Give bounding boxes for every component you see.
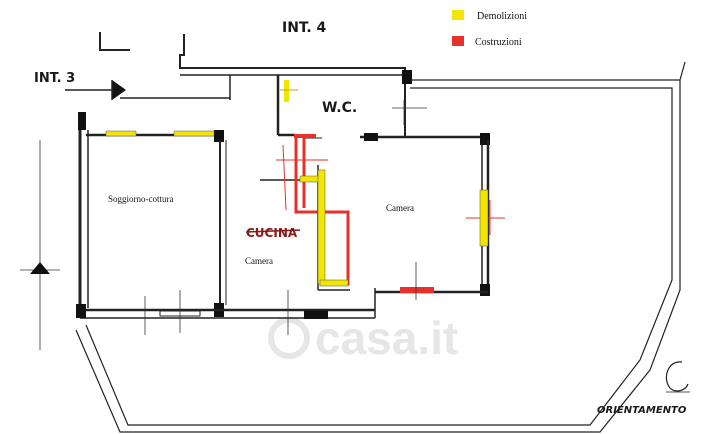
orientation-icon	[665, 361, 690, 393]
entrance-arrow	[65, 80, 126, 100]
legend-label-costruzioni: Costruzioni	[475, 37, 522, 48]
construction-marks	[276, 134, 505, 293]
demolition-marks	[105, 80, 489, 287]
int4-label: INT. 4	[282, 20, 327, 36]
camera-right-label: Camera	[386, 203, 414, 213]
camera-left-label: Camera	[245, 256, 273, 266]
terrace-outline	[75, 61, 686, 433]
ticks	[20, 100, 427, 350]
wc-label: W.C.	[322, 100, 357, 116]
watermark-text: casa.it	[315, 312, 458, 364]
cucina-label: CUCINA	[246, 226, 298, 240]
legend-label-demolizioni: Demolizioni	[477, 11, 527, 22]
legend-swatch-costruzioni	[452, 36, 464, 46]
orientamento-label: ORIENTAMENTO	[597, 405, 687, 416]
watermark: casa.it	[268, 312, 458, 364]
legend: Demolizioni Costruzioni	[452, 10, 527, 48]
int3-label: INT. 3	[34, 71, 75, 86]
legend-swatch-demolizioni	[452, 10, 464, 20]
walls	[76, 32, 490, 319]
soggiorno-label: Soggiorno-cottura	[108, 194, 174, 204]
left-arrow	[30, 262, 50, 274]
